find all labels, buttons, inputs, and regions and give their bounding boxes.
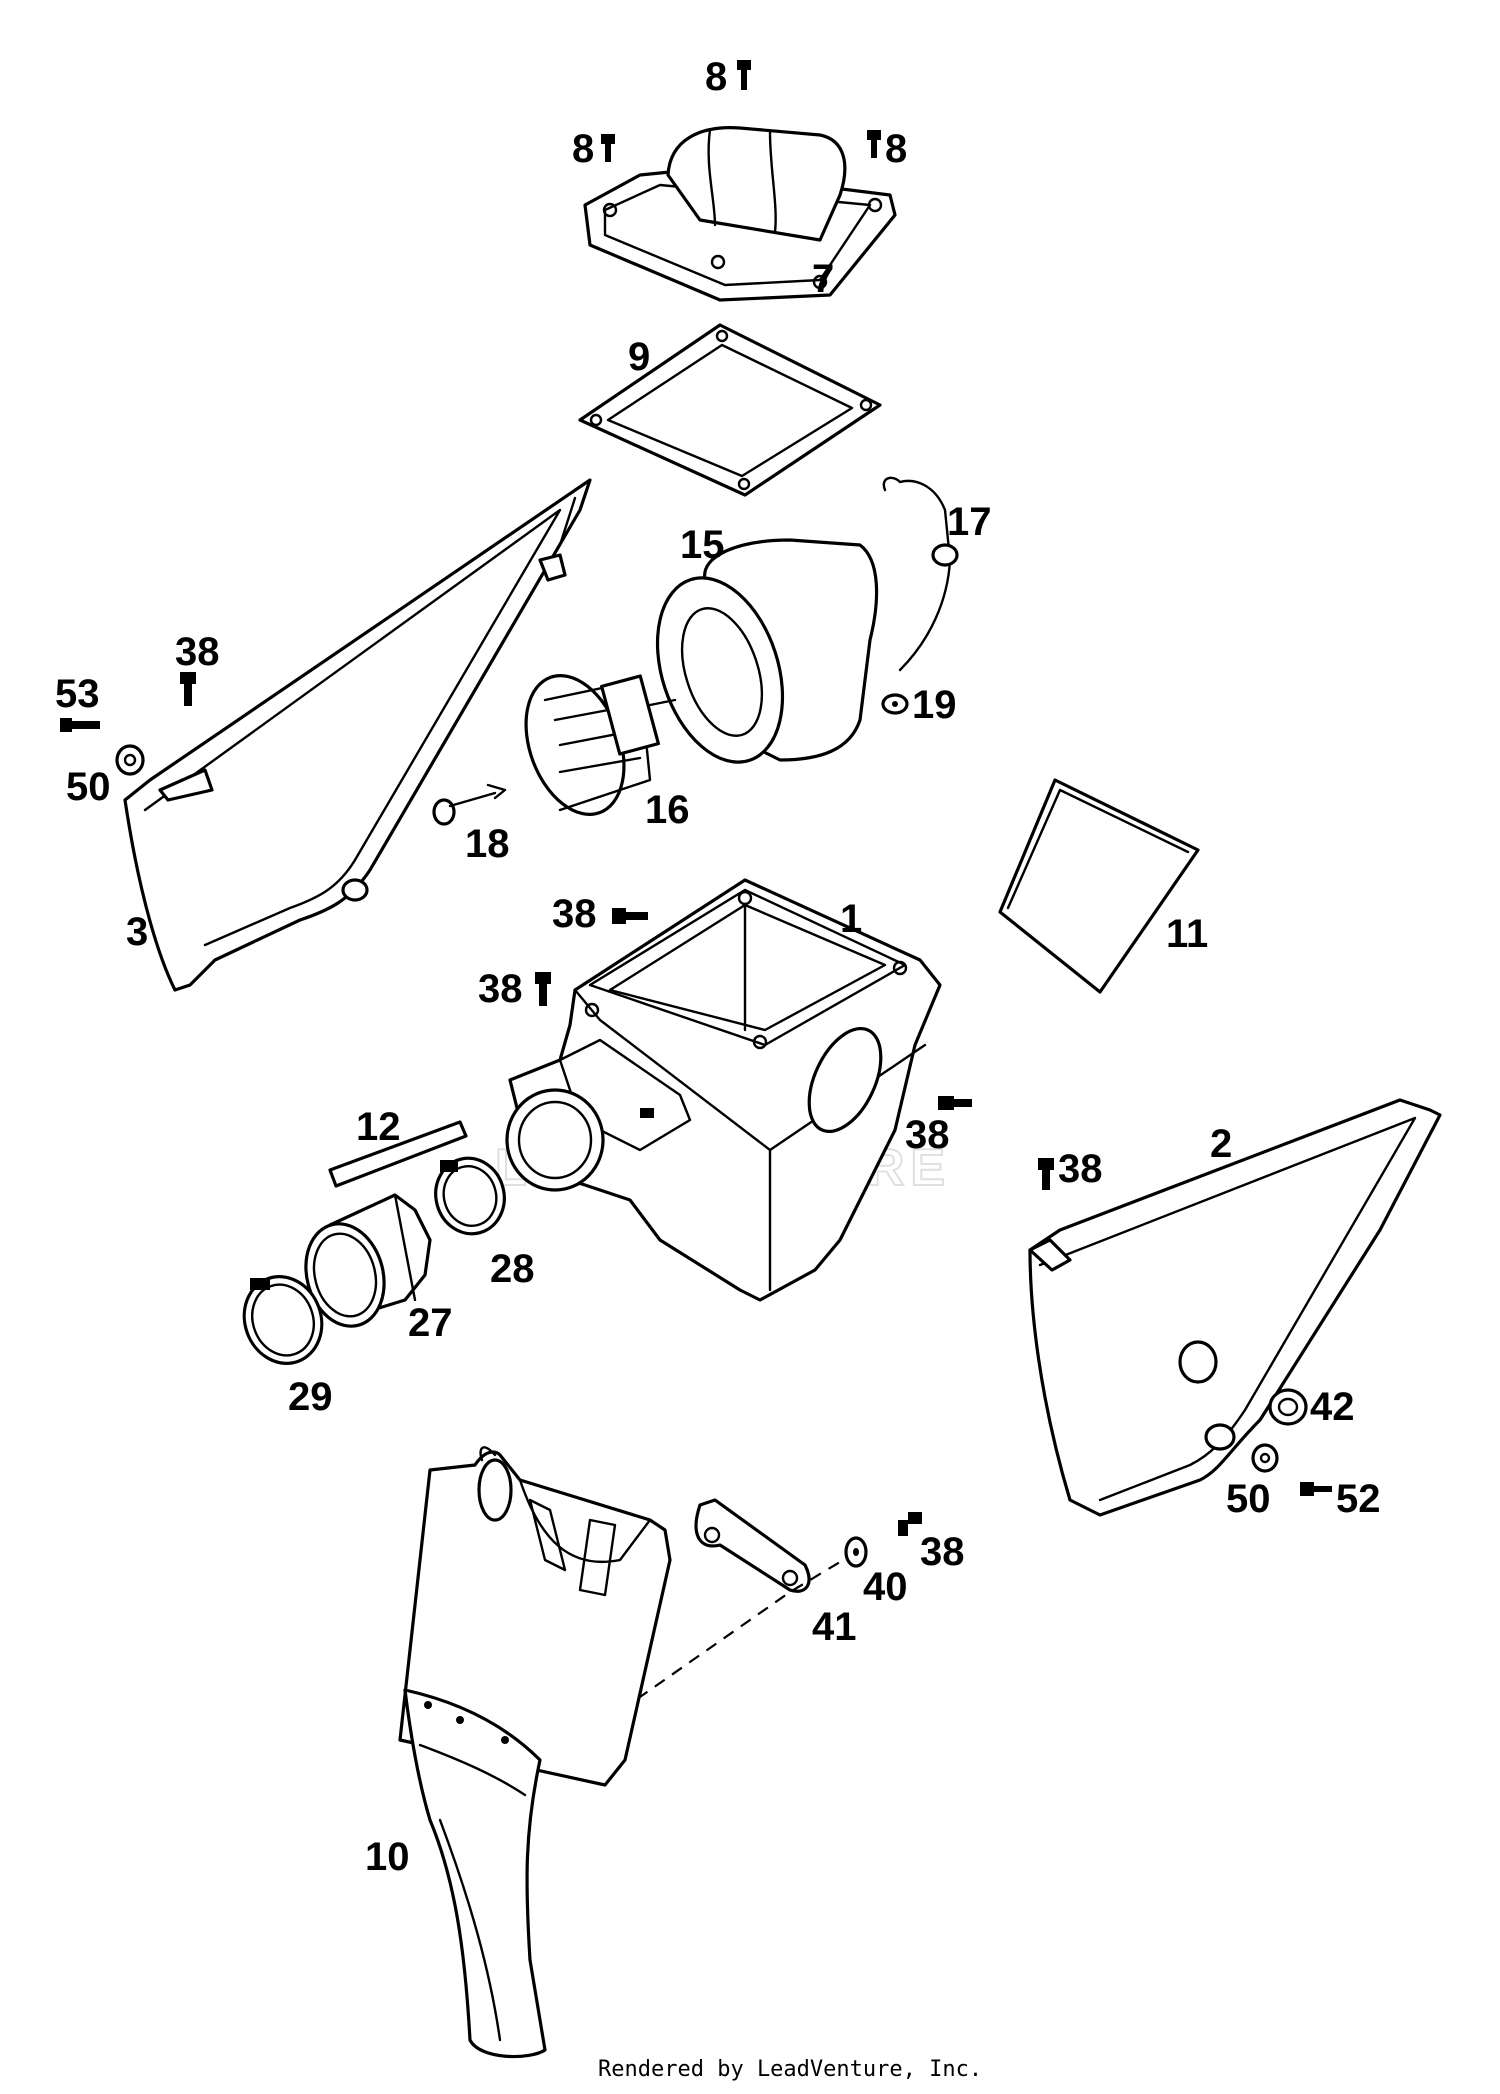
part-9-gasket	[578, 323, 882, 497]
callout-40: 40	[863, 1565, 908, 1609]
callout-17: 17	[947, 500, 992, 544]
callout-1: 1	[840, 897, 862, 941]
part-29-clamp	[242, 1275, 324, 1365]
callout-50: 50	[1226, 1477, 1271, 1521]
callout-50: 50	[66, 765, 111, 809]
footer-credit: Rendered by LeadVenture, Inc.	[598, 2057, 982, 2082]
callout-8: 8	[705, 55, 727, 99]
part-15-air-filter	[655, 538, 879, 764]
part-38-bolt-f	[898, 1512, 922, 1536]
part-8-bolt-left	[601, 134, 615, 162]
part-11-filter-plate	[998, 778, 1200, 994]
callout-29: 29	[288, 1375, 333, 1419]
part-19-nut	[881, 693, 909, 715]
part-38-bolt-a	[180, 672, 196, 706]
part-18-pin	[432, 783, 507, 826]
callout-19: 19	[912, 683, 957, 727]
callout-18: 18	[465, 822, 510, 866]
callout-38: 38	[175, 630, 220, 674]
callout-9: 9	[628, 335, 650, 379]
callout-16: 16	[645, 788, 690, 832]
part-12-hose	[328, 1120, 468, 1188]
callout-52: 52	[1336, 1477, 1381, 1521]
callout-38: 38	[478, 967, 523, 1011]
callout-38: 38	[1058, 1147, 1103, 1191]
part-27-rubber-boot	[304, 1193, 432, 1328]
callout-2: 2	[1210, 1122, 1232, 1166]
part-8-bolt-top	[737, 60, 751, 90]
part-16-filter-cage	[524, 674, 677, 816]
callout-42: 42	[1310, 1385, 1355, 1429]
part-8-bolt-right	[867, 130, 881, 158]
part-38-bolt-e	[1038, 1158, 1054, 1190]
part-3-left-side-panel	[123, 478, 592, 992]
callout-8: 8	[885, 127, 907, 171]
callout-28: 28	[490, 1247, 535, 1291]
part-38-bolt-d	[938, 1096, 972, 1110]
part-50-washer-right	[1251, 1443, 1279, 1473]
part-7-top-cover	[583, 126, 897, 302]
part-38-bolt-c	[535, 972, 551, 1006]
part-50-washer-left	[115, 744, 145, 776]
callout-7: 7	[812, 257, 834, 301]
callout-8: 8	[572, 127, 594, 171]
callout-15: 15	[680, 523, 725, 567]
part-10-fender	[398, 1446, 672, 2059]
part-1-airbox	[505, 878, 942, 1302]
part-41-bracket	[694, 1498, 811, 1593]
part-17-wire-clip	[882, 476, 959, 672]
callout-3: 3	[126, 910, 148, 954]
part-53-bolt	[60, 718, 100, 732]
part-38-bolt-b	[612, 908, 648, 924]
callout-10: 10	[365, 1835, 410, 1879]
part-40-washer	[844, 1536, 868, 1568]
part-28-clamp	[434, 1156, 506, 1236]
callout-38: 38	[905, 1113, 950, 1157]
part-2-right-side-panel	[1028, 1098, 1442, 1517]
part-42-grommet	[1268, 1388, 1308, 1426]
callout-labels: 8 8 8 7 9 17 15 19 38 53 50 16 18 3 38 1…	[55, 55, 1381, 1879]
callout-38: 38	[552, 892, 597, 936]
callout-38: 38	[920, 1530, 965, 1574]
callout-41: 41	[812, 1605, 857, 1649]
callout-12: 12	[356, 1105, 401, 1149]
part-52-bolt	[1300, 1482, 1332, 1496]
callout-53: 53	[55, 672, 100, 716]
callout-11: 11	[1166, 912, 1208, 956]
callout-27: 27	[408, 1301, 453, 1345]
